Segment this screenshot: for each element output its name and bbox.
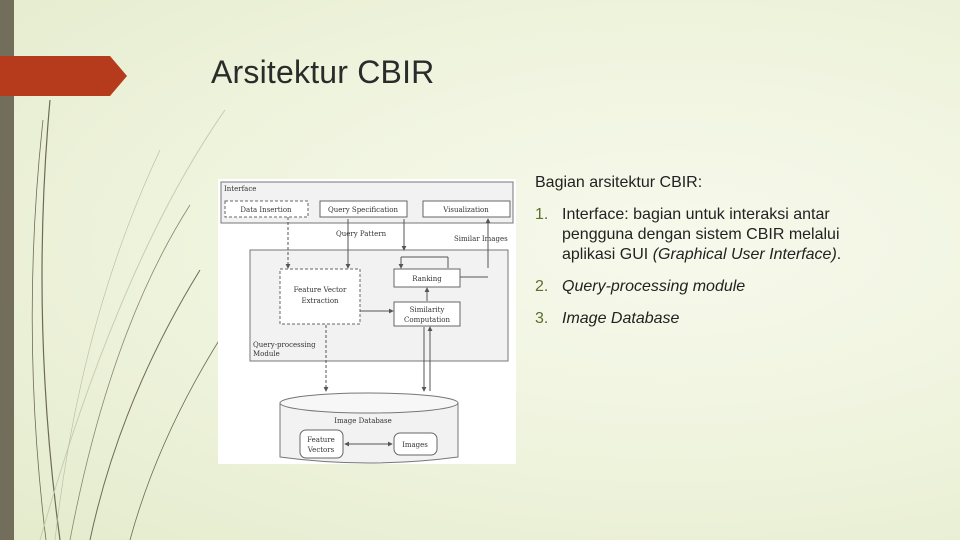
left-sidebar-bar bbox=[0, 0, 14, 540]
ranking-label: Ranking bbox=[412, 275, 442, 283]
list-item-3-number: 3. bbox=[535, 310, 549, 327]
feature-vectors-box bbox=[299, 429, 344, 459]
similarity-computation-line2: Computation bbox=[404, 316, 450, 324]
data-insertion-label: Data Insertion bbox=[240, 206, 292, 214]
interface-label: Interface bbox=[224, 185, 256, 193]
query-processing-module-line2: Module bbox=[253, 350, 280, 358]
query-pattern-label: Query Pattern bbox=[336, 230, 387, 238]
list-item-2-number: 2. bbox=[535, 278, 549, 295]
list-item-2-italic: Query-processing module bbox=[562, 278, 746, 295]
slide-title: Arsitektur CBIR bbox=[211, 54, 435, 90]
images-label: Images bbox=[402, 441, 428, 449]
similarity-computation-box bbox=[393, 301, 461, 327]
feature-vector-extraction-line1: Feature Vector bbox=[294, 286, 347, 294]
title-accent-arrow bbox=[0, 56, 127, 96]
image-database-label: Image Database bbox=[334, 417, 392, 425]
cbir-architecture-diagram: Interface Data Insertion Query Specifica… bbox=[218, 179, 516, 464]
list-item-3-italic: Image Database bbox=[562, 310, 680, 327]
intro-text: Bagian arsitektur CBIR: bbox=[535, 174, 703, 191]
ranking-box bbox=[393, 268, 461, 288]
query-processing-module-line1: Query-processing bbox=[253, 341, 316, 349]
query-specification-box bbox=[319, 200, 408, 218]
feature-vectors-line1: Feature bbox=[307, 436, 335, 444]
feature-vectors-line2: Vectors bbox=[307, 446, 335, 454]
query-specification-label: Query Specification bbox=[328, 206, 399, 214]
list-item-1: 1. Interface: bagian untuk interaksi ant… bbox=[535, 205, 895, 265]
feature-vector-extraction-line2: Extraction bbox=[301, 297, 339, 305]
visualization-label: Visualization bbox=[442, 206, 489, 214]
list-item-3: 3. Image Database bbox=[535, 309, 895, 329]
images-box bbox=[393, 432, 438, 456]
visualization-box bbox=[422, 200, 511, 218]
list-item-1-after: . bbox=[836, 246, 842, 263]
list-item-2: 2. Query-processing module bbox=[535, 277, 895, 297]
list-item-1-italic: (Graphical User Interface) bbox=[652, 246, 837, 263]
content-panel: Bagian arsitektur CBIR: 1. Interface: ba… bbox=[535, 173, 895, 341]
data-insertion-box bbox=[224, 200, 309, 218]
similarity-computation-line1: Similarity bbox=[410, 306, 445, 314]
image-database-top bbox=[279, 392, 459, 414]
list-item-1-number: 1. bbox=[535, 206, 549, 223]
feature-vector-extraction-box bbox=[279, 268, 361, 325]
list-item-1-text: Interface: bagian untuk interaksi antar … bbox=[562, 206, 840, 263]
similar-images-label: Similar Images bbox=[454, 235, 508, 243]
